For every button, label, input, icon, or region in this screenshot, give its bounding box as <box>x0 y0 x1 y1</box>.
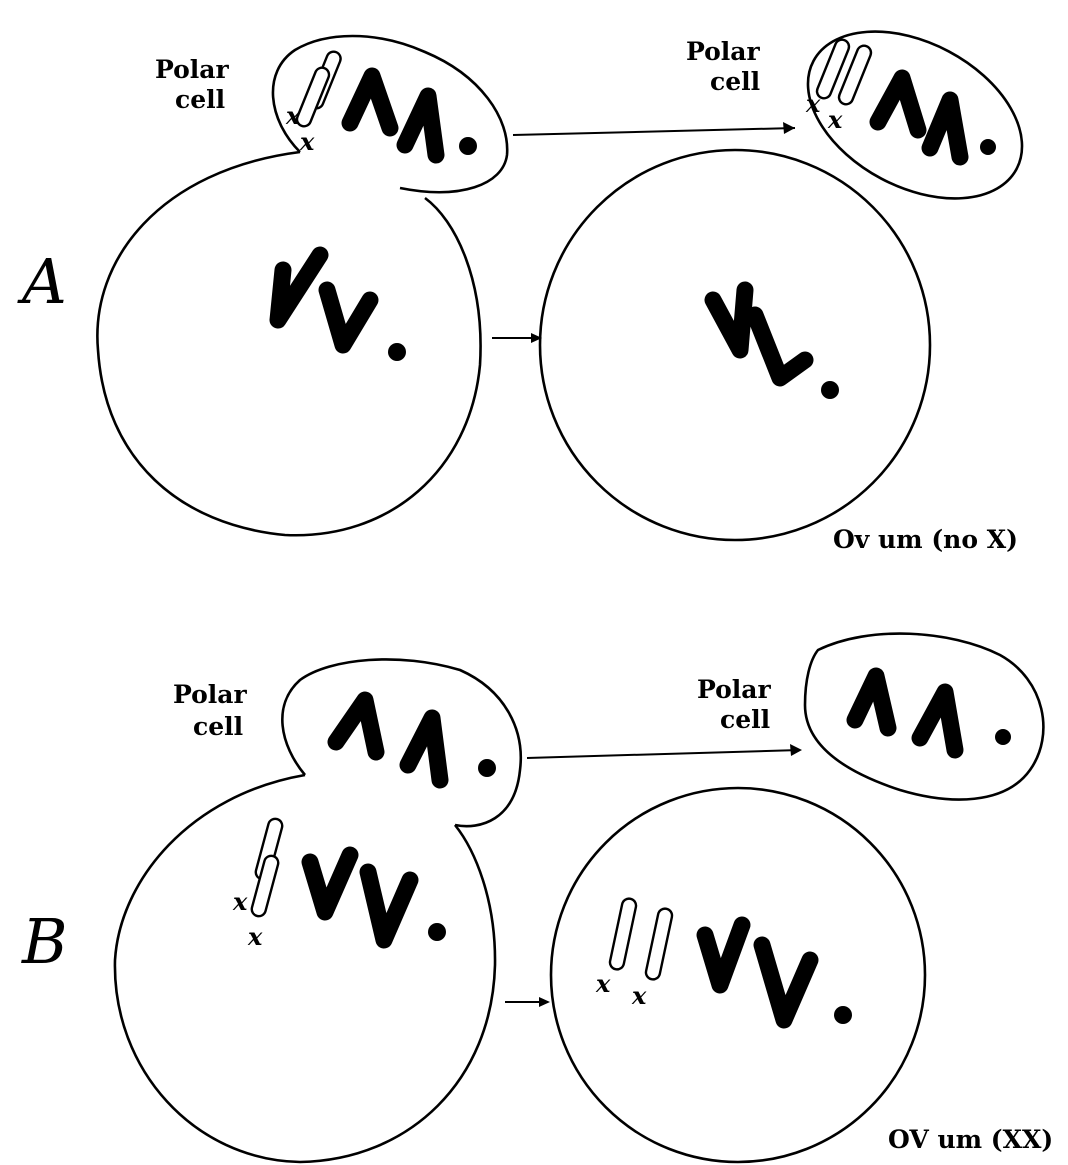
panel-a-polar-label-line2: cell <box>175 85 225 114</box>
panel-b: B Polar cell x x <box>21 632 1053 1164</box>
panel-b-result-polar-cell <box>803 632 1045 801</box>
panel-b-x-chromosome-mark: x <box>247 922 263 951</box>
panel-b-ovum <box>549 786 927 1164</box>
panel-a-x-chromosome-mark: x <box>805 89 821 118</box>
panel-b-x-chromosome-mark: x <box>595 969 611 998</box>
panel-a-arrow-polar <box>512 122 796 136</box>
panel-a-x-chromosome-mark: x <box>299 127 315 156</box>
panel-a-egg-outline <box>96 150 482 537</box>
panel-a-ovum-caption: Ov um (no X) <box>833 525 1018 554</box>
panel-b-polar-label-line1: Polar <box>173 680 247 709</box>
panel-b-arrow-polar <box>526 744 802 759</box>
panel-a-letter: A <box>17 245 67 318</box>
panel-a-polar-cell-outline <box>271 34 509 194</box>
panel-b-egg-chromosomes: x x <box>232 817 446 951</box>
panel-b-ovum-caption: OV um (XX) <box>888 1125 1053 1154</box>
panel-b-polar-chromosomes <box>327 691 496 789</box>
panel-b-egg-outline <box>113 773 497 1164</box>
panel-b-result-polar-chromosomes <box>846 667 1011 759</box>
panel-a-ovum-chromosomes <box>704 281 839 399</box>
panel-a-result-polar-cell <box>806 30 1024 200</box>
panel-a-result-polar-label-line2: cell <box>710 67 760 96</box>
panel-a-ovum <box>538 148 932 542</box>
panel-b-arrow-ovum <box>505 997 550 1007</box>
panel-a: A x x Polar cell <box>17 30 1024 554</box>
panel-b-polar-cell-outline <box>281 658 523 828</box>
panel-a-result-polar-chromosomes: x x <box>805 38 996 166</box>
panel-a-arrow-ovum <box>492 333 542 343</box>
panel-b-x-chromosome-mark: x <box>232 887 248 916</box>
panel-b-letter: B <box>21 905 68 978</box>
panel-b-x-chromosome-mark: x <box>631 981 647 1010</box>
panel-b-result-polar-label-line2: cell <box>720 705 770 734</box>
panel-a-polar-label-line1: Polar <box>155 55 229 84</box>
panel-a-result-polar-label-line1: Polar <box>686 37 760 66</box>
panel-a-polar-chromosomes: x x <box>285 50 477 164</box>
panel-a-x-chromosome-mark: x <box>827 105 843 134</box>
panel-b-polar-label-line2: cell <box>193 712 243 741</box>
panel-b-ovum-chromosomes: x x <box>595 897 852 1029</box>
panel-a-x-chromosome-mark: x <box>285 101 301 130</box>
panel-b-result-polar-label-line1: Polar <box>697 675 771 704</box>
panel-a-egg-chromosomes <box>269 246 406 361</box>
